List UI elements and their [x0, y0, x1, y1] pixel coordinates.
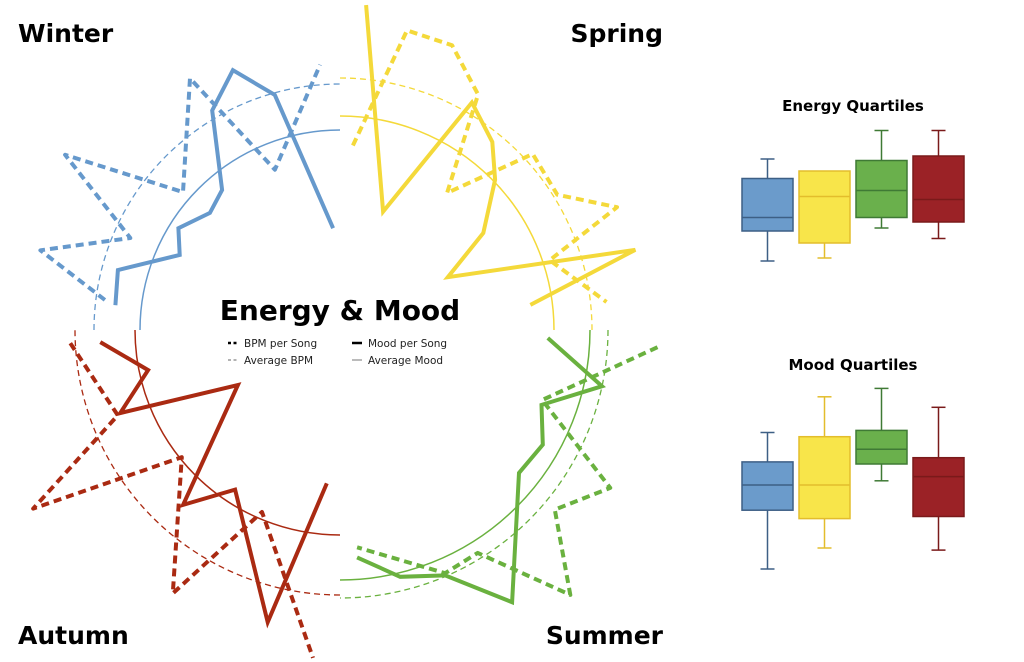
- average-bpm-arc-winter: [93, 83, 341, 331]
- season-group-spring: [339, 4, 637, 331]
- legend-label-mood-per-song: Mood per Song: [368, 338, 447, 350]
- iqr-box: [741, 461, 794, 511]
- season-group-summer: [339, 329, 659, 606]
- season-label-autumn: Autumn: [18, 621, 129, 650]
- season-label-winter: Winter: [18, 19, 114, 48]
- mood-per-song-line-winter: [113, 67, 335, 306]
- season-label-spring: Spring: [571, 19, 664, 48]
- energy-quartiles-title: Energy Quartiles: [782, 97, 924, 115]
- iqr-box: [912, 456, 965, 518]
- radial-chart: [31, 4, 659, 659]
- box-autumn: [912, 406, 965, 551]
- iqr-box: [798, 435, 851, 520]
- average-bpm-arc-autumn: [74, 329, 341, 596]
- box-summer: [855, 387, 908, 482]
- iqr-box: [912, 155, 965, 223]
- average-mood-arc-spring: [339, 115, 555, 331]
- iqr-box: [741, 177, 794, 232]
- season-label-summer: Summer: [546, 621, 664, 650]
- season-group-winter: [38, 63, 341, 331]
- mood-per-song-line-spring: [364, 4, 637, 307]
- average-mood-arc-winter: [139, 129, 341, 331]
- bpm-per-song-line-summer: [356, 345, 659, 597]
- box-winter: [741, 431, 794, 570]
- bpm-per-song-line-winter: [38, 63, 322, 302]
- energy-boxplot: [741, 129, 965, 262]
- legend-label-bpm-per-song: BPM per Song: [244, 338, 317, 350]
- box-spring: [798, 170, 851, 259]
- mood-per-song-line-autumn: [99, 340, 329, 629]
- iqr-box: [855, 159, 908, 219]
- box-autumn: [912, 129, 965, 240]
- box-winter: [741, 158, 794, 262]
- box-summer: [855, 129, 908, 229]
- average-bpm-arc-summer: [339, 329, 609, 599]
- season-group-autumn: [31, 329, 341, 659]
- iqr-box: [855, 429, 908, 465]
- bpm-per-song-line-spring: [351, 28, 619, 304]
- chart-title: Energy & Mood: [220, 294, 460, 327]
- legend: BPM per Song Average BPM Mood per Song A…: [228, 338, 447, 367]
- legend-label-average-bpm: Average BPM: [244, 355, 313, 367]
- box-spring: [798, 396, 851, 549]
- mood-boxplot: [741, 387, 965, 570]
- iqr-box: [798, 170, 851, 244]
- legend-label-average-mood: Average Mood: [368, 355, 443, 367]
- average-mood-arc-summer: [339, 329, 591, 581]
- mood-quartiles-title: Mood Quartiles: [788, 356, 917, 374]
